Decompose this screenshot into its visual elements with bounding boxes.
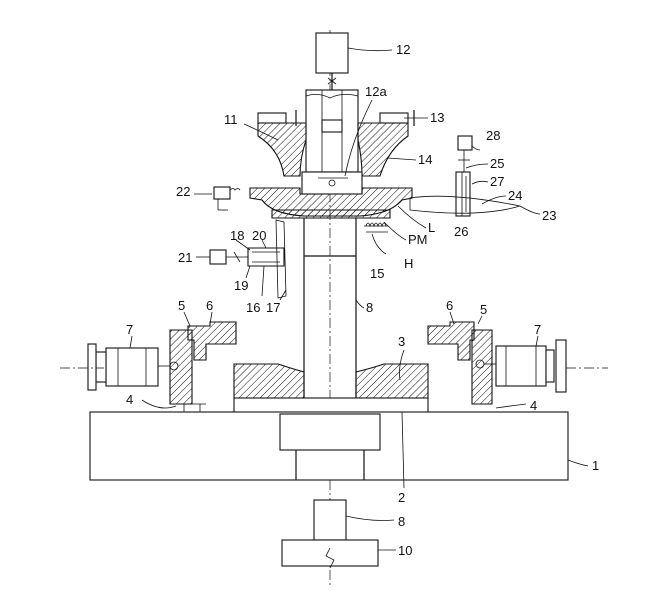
label-6-right: 6 [446, 298, 453, 313]
label-7-right: 7 [534, 322, 541, 337]
roller-tool-25 [409, 135, 521, 217]
clamp-assembly-left [87, 321, 237, 424]
label-23: 23 [542, 208, 556, 223]
label-19: 19 [234, 278, 248, 293]
spindle-shaft [305, 89, 359, 173]
motor-12 [315, 32, 349, 90]
label-22: 22 [176, 184, 190, 199]
base-1 [89, 411, 569, 481]
label-27: 27 [490, 174, 504, 189]
label-H: H [404, 256, 413, 271]
label-12a: 12a [365, 84, 387, 99]
label-7-left: 7 [126, 322, 133, 337]
label-8-column: 8 [366, 300, 373, 315]
lower-die-3 [233, 363, 429, 415]
label-3: 3 [398, 334, 405, 349]
label-4-left: 4 [126, 392, 133, 407]
label-17: 17 [266, 300, 280, 315]
label-12: 12 [396, 42, 410, 57]
labels: 12 12a 11 13 14 28 25 27 24 23 22 L PM H… [126, 42, 599, 558]
bottom-motor-8 [281, 499, 379, 569]
label-24: 24 [508, 188, 522, 203]
unit-22 [213, 186, 241, 211]
label-2: 2 [398, 490, 405, 505]
label-L: L [428, 220, 435, 235]
label-11: 11 [224, 112, 238, 127]
label-20: 20 [252, 228, 266, 243]
label-13: 13 [430, 110, 444, 125]
leader-lines [129, 47, 589, 551]
label-26: 26 [454, 224, 468, 239]
label-10: 10 [398, 543, 412, 558]
label-21: 21 [178, 250, 192, 265]
label-1: 1 [592, 458, 599, 473]
label-28: 28 [486, 128, 500, 143]
label-8-motor: 8 [398, 514, 405, 529]
clamp-assembly-right [427, 321, 567, 405]
label-5-right: 5 [480, 302, 487, 317]
forming-plate [249, 187, 413, 219]
label-16: 16 [246, 300, 260, 315]
label-5-left: 5 [178, 298, 185, 313]
label-6-left: 6 [206, 298, 213, 313]
label-14: 14 [418, 152, 432, 167]
heater-15 [364, 222, 388, 233]
label-18: 18 [230, 228, 244, 243]
label-15: 15 [370, 266, 384, 281]
label-4-right: 4 [530, 398, 537, 413]
label-25: 25 [490, 156, 504, 171]
label-PM: PM [408, 232, 428, 247]
